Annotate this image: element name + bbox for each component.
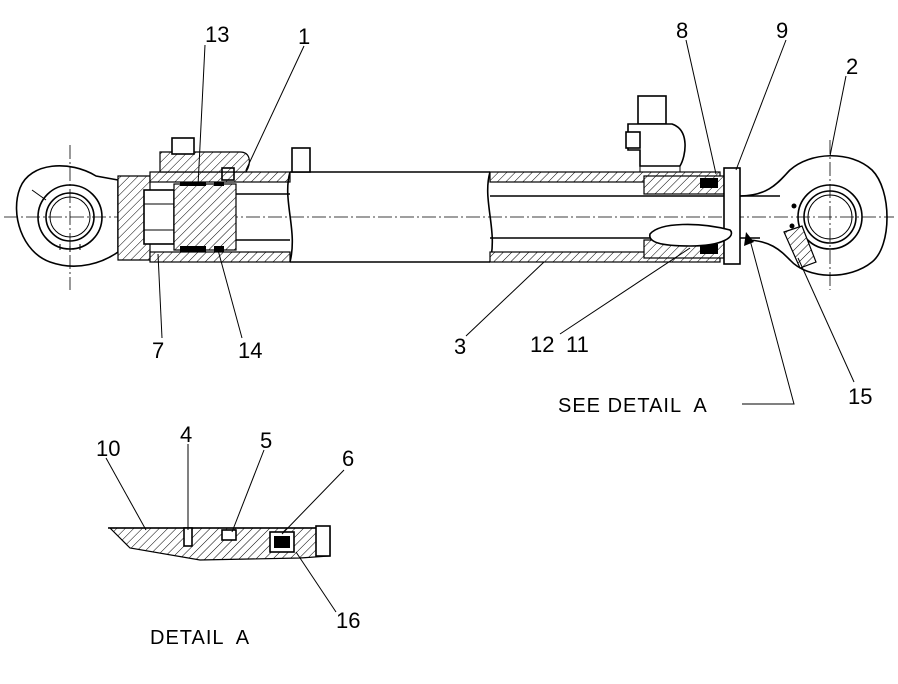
callout-16: 16: [336, 608, 360, 633]
left-port-block: [159, 137, 250, 181]
callout-1: 1: [298, 24, 310, 49]
callout-4: 4: [180, 422, 192, 447]
callout-8: 8: [676, 18, 688, 43]
callout-11: 11: [566, 332, 589, 357]
main-cylinder-view: [4, 95, 894, 290]
rod-end-eye: [739, 154, 888, 277]
grease-fitting: [783, 225, 817, 269]
port-fitting: [291, 147, 311, 173]
callout-6: 6: [342, 446, 354, 471]
callout-10: 10: [96, 436, 120, 461]
callout-15: 15: [848, 384, 872, 409]
piston-ring-bottom: [180, 246, 206, 252]
callout-5: 5: [260, 428, 272, 453]
piston-ring-top: [180, 180, 206, 186]
tube-wall-top-left: [149, 171, 291, 183]
callout-14: 14: [238, 338, 262, 363]
callout-7: 7: [152, 338, 164, 363]
piston: [173, 183, 237, 251]
callout-12: 12: [530, 332, 554, 357]
detail-seal-4: [183, 527, 193, 547]
right-port-elbow: [625, 95, 686, 172]
see-detail-caption: SEE DETAIL A: [558, 395, 708, 417]
detail-caption: DETAIL A: [150, 627, 250, 649]
rod-gland: [643, 167, 741, 265]
detail-a-view: [105, 444, 345, 613]
left-clevis-eye: [15, 165, 119, 267]
callout-2: 2: [846, 54, 858, 79]
callout-9: 9: [776, 18, 788, 43]
detail-gland-section: [108, 527, 331, 561]
detail-ring-5: [221, 529, 237, 541]
callout-13: 13: [205, 22, 229, 47]
piston-nut: [143, 189, 175, 245]
callout-labels: 13 1 8 9 2 7 14 3 12 11 15 10 4 5 6 16: [96, 18, 872, 633]
leader-lines: [157, 39, 855, 405]
rod-seal-cutaway: [649, 223, 733, 247]
callout-3: 3: [454, 334, 466, 359]
